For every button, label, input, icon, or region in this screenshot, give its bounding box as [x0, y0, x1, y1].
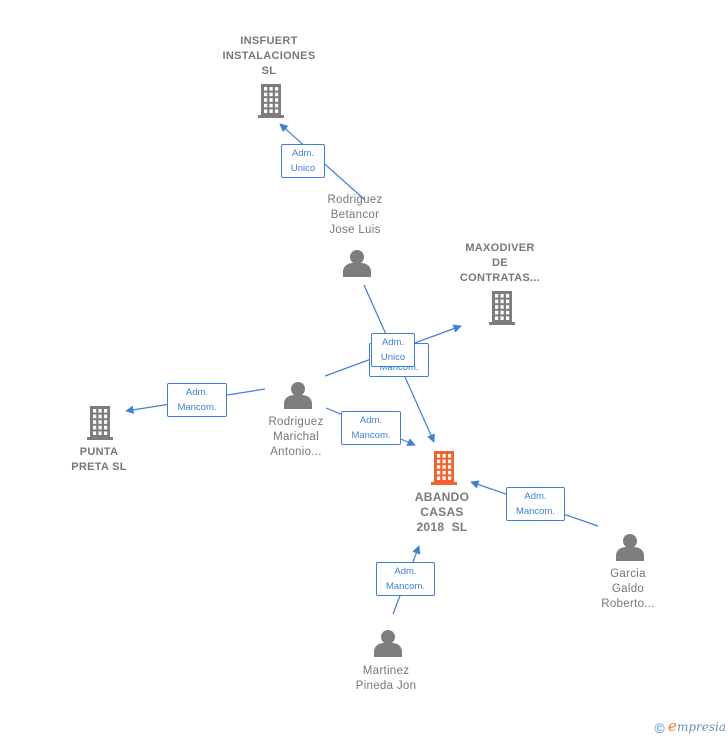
- node-label-line: Galdo: [611, 583, 645, 595]
- node-label-line: 2018 SL: [416, 520, 468, 534]
- node-label-line: Jose Luis: [329, 224, 381, 236]
- node-label-maxodiver[interactable]: MAXODIVER DE CONTRATAS...: [445, 241, 555, 286]
- node-label-line: INSFUERT: [240, 35, 298, 47]
- node-label-line: Martinez: [362, 665, 410, 677]
- edge-role-label[interactable]: Adm. Mancom.: [167, 383, 227, 417]
- node-label-line: PRETA SL: [71, 461, 127, 473]
- brand-name: mpresia: [676, 720, 726, 735]
- node-label-line: Marichal: [273, 431, 319, 443]
- person-icon[interactable]: [284, 382, 312, 409]
- edge-role-label-line: Adm.: [291, 148, 315, 159]
- node-label-line: DE: [492, 257, 508, 269]
- building-icon[interactable]: [258, 84, 284, 118]
- edge-role-label-line: Mancom.: [379, 362, 419, 373]
- node-label-line: Rodriguez: [268, 416, 324, 428]
- node-label-line: MAXODIVER: [465, 242, 535, 254]
- edge-role-label[interactable]: Adm. Unico: [371, 333, 415, 367]
- edge-role-label-line: Adm.: [359, 415, 383, 426]
- edge-role-label[interactable]: Adm. Mancom.: [376, 562, 435, 596]
- node-label-insfuert[interactable]: INSFUERT INSTALACIONES SL: [209, 34, 329, 79]
- node-label-line: Garcia: [610, 568, 646, 580]
- edge-role-label[interactable]: Adm. Mancom.: [506, 487, 565, 521]
- building-icon[interactable]: [87, 406, 113, 440]
- person-icon[interactable]: [343, 250, 371, 277]
- node-label-line: CASAS: [420, 505, 464, 519]
- edge-role-label-line: Adm.: [381, 337, 405, 348]
- node-label-punta-preta[interactable]: PUNTA PRETA SL: [54, 445, 144, 475]
- node-label-line: ABANDO: [414, 490, 470, 504]
- building-icon[interactable]: [489, 291, 515, 325]
- edge-role-label-line: Adm.: [524, 491, 547, 502]
- edge-role-label-line: Mancom.: [515, 506, 556, 517]
- edge-role-label-line: Unico: [380, 352, 406, 363]
- node-label-line: Rodriguez: [327, 194, 383, 206]
- node-label-line: Antonio...: [270, 446, 322, 458]
- brand-initial: e: [668, 717, 677, 736]
- node-label-line: CONTRATAS...: [459, 272, 541, 284]
- node-label-line: SL: [261, 65, 277, 77]
- person-icon[interactable]: [374, 630, 402, 657]
- edge-role-label-line: Mancom.: [385, 581, 426, 592]
- person-icon[interactable]: [616, 534, 644, 561]
- node-label-line: Roberto...: [601, 598, 655, 610]
- node-label-line: Pineda Jon: [355, 680, 417, 692]
- edge-role-label-line: Mancom.: [177, 402, 217, 413]
- edge-role-label-line: Adm.: [185, 387, 209, 398]
- empresia-brand[interactable]: © empresia: [654, 717, 726, 736]
- building-icon[interactable]: [431, 451, 457, 485]
- edge-role-label-line: Unico: [290, 163, 316, 174]
- node-label-line: Betancor: [330, 209, 380, 221]
- edge-role-label[interactable]: Adm. Unico: [281, 144, 325, 178]
- node-label-line: PUNTA: [79, 446, 119, 458]
- node-label-line: INSTALACIONES: [222, 50, 316, 62]
- edge-role-label-line: Adm.: [394, 566, 417, 577]
- copyright-icon: ©: [654, 720, 665, 736]
- edge-role-label[interactable]: Adm. Mancom.: [341, 411, 401, 445]
- edge-role-label-line: Mancom.: [351, 430, 391, 441]
